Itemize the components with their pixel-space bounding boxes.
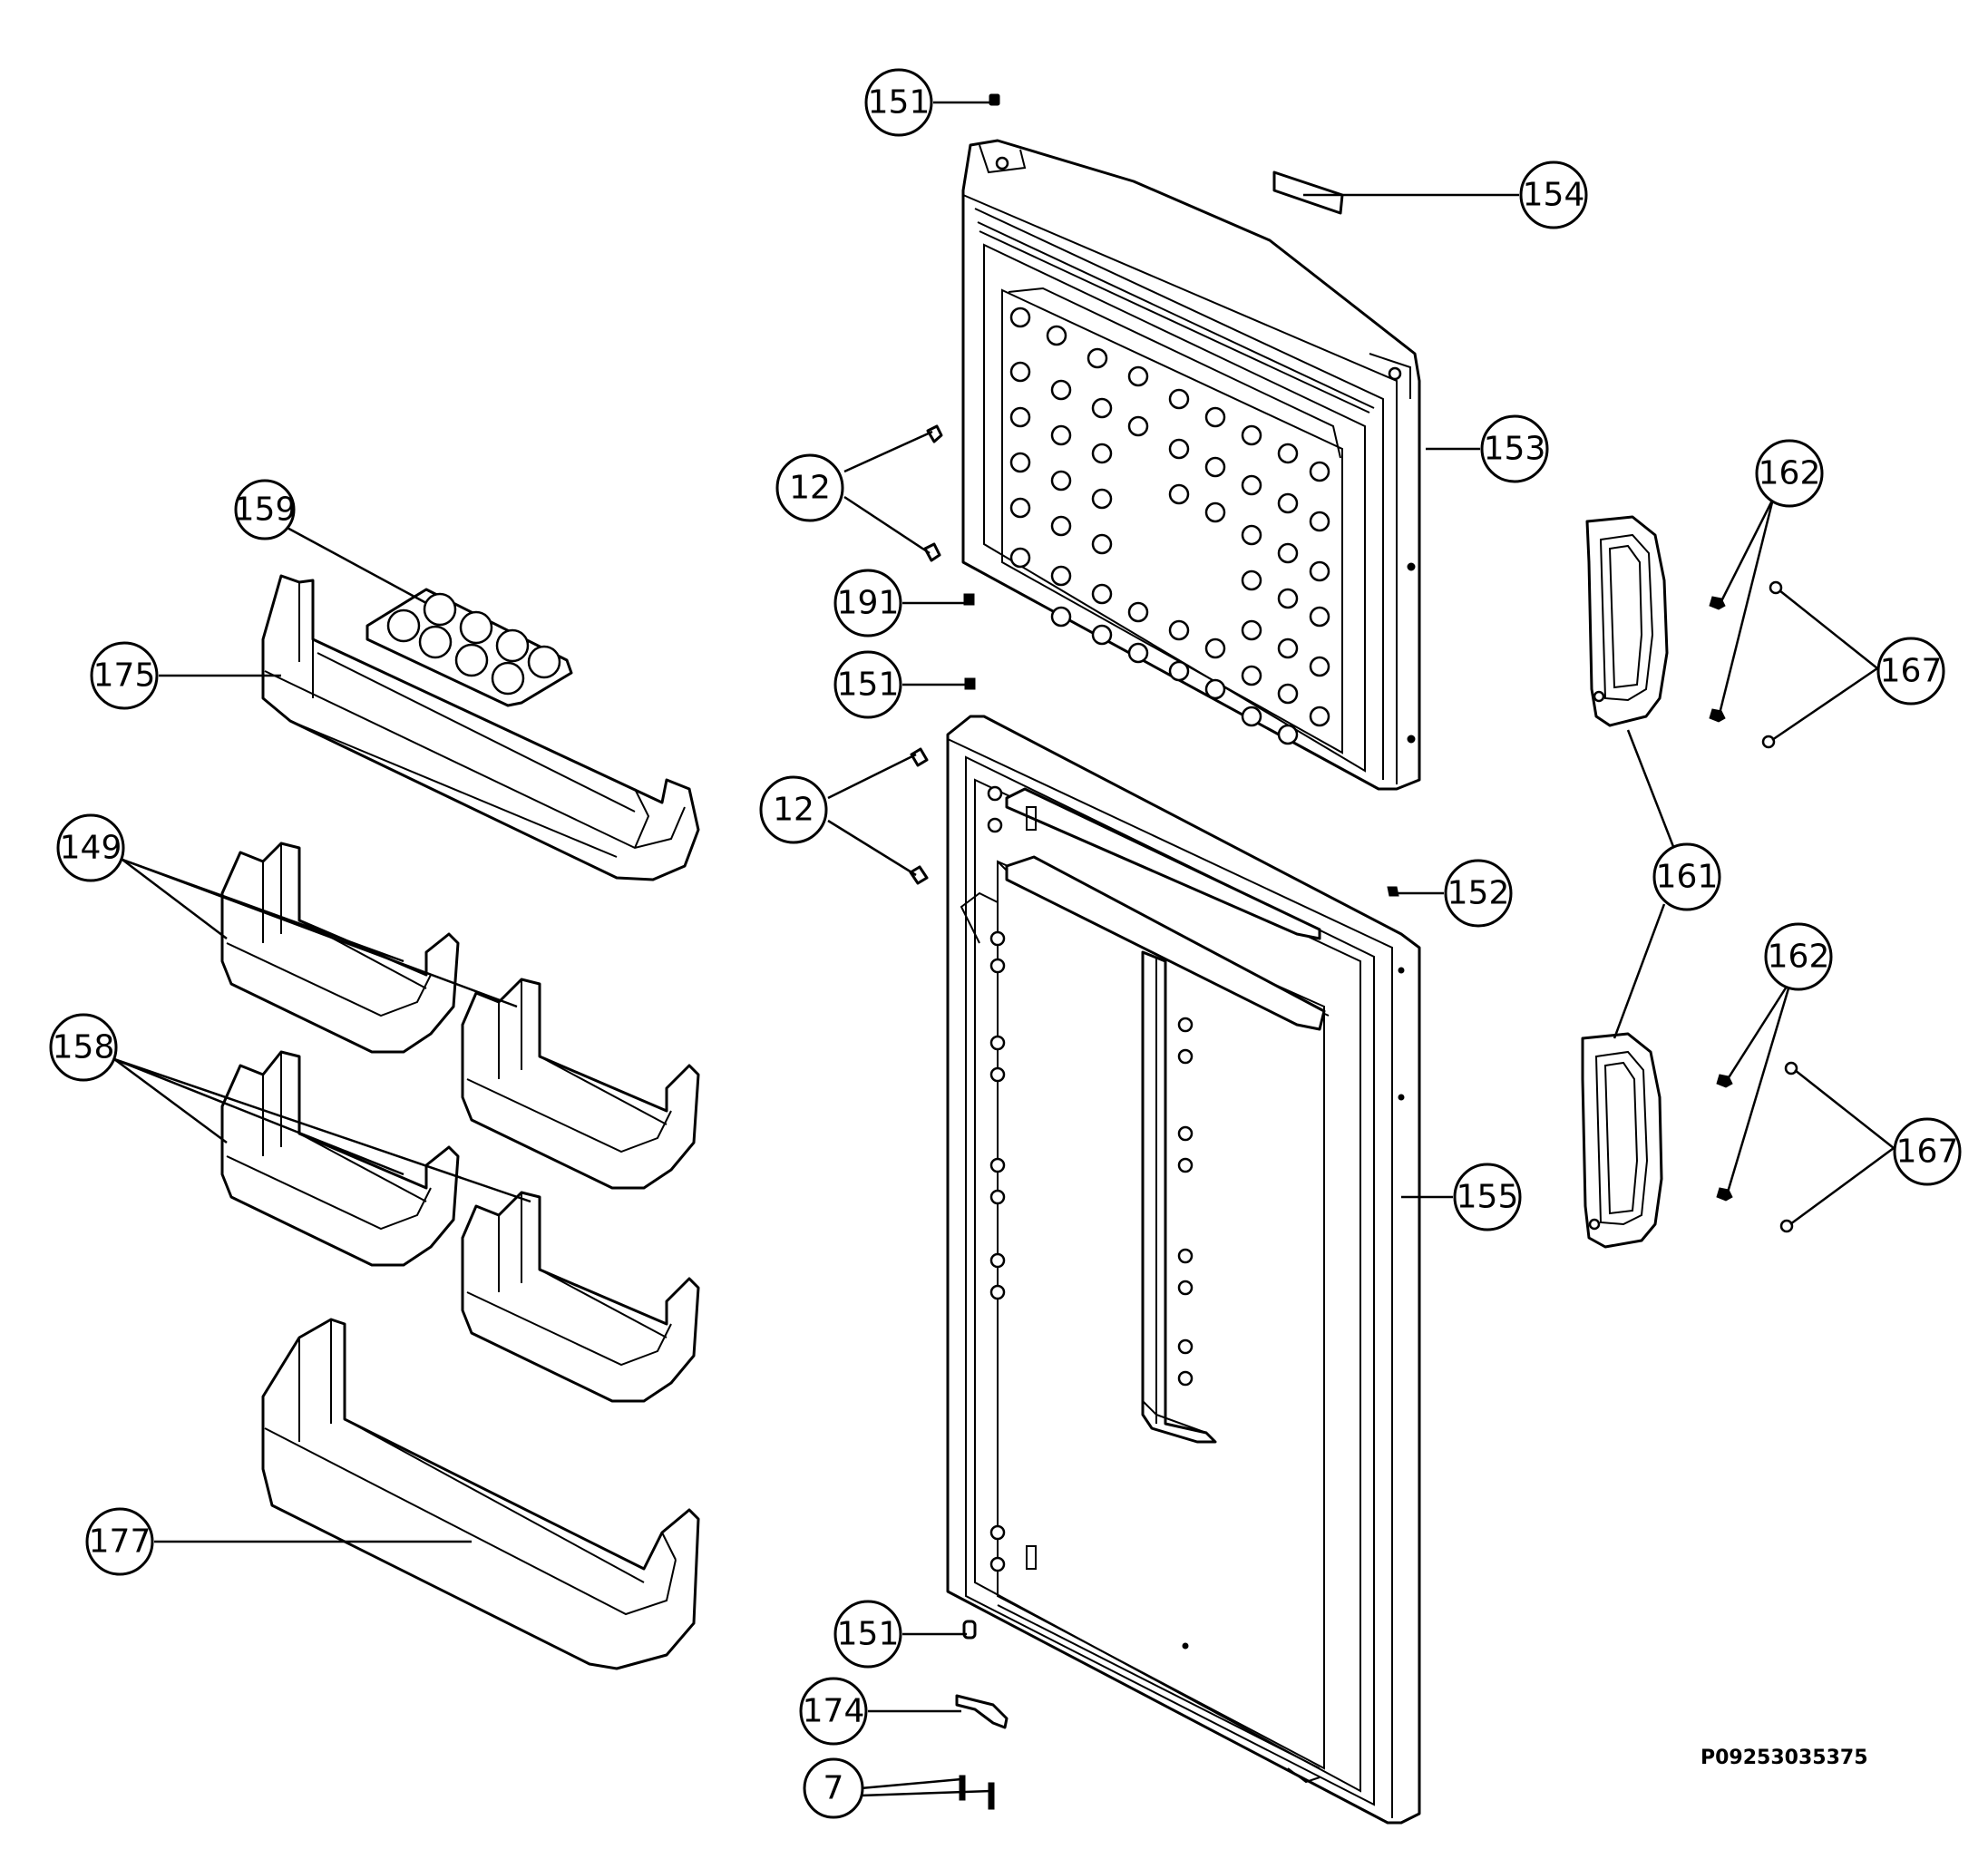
svg-text:155: 155: [1457, 1179, 1519, 1216]
callout-149: 149: [56, 813, 125, 882]
svg-text:174: 174: [803, 1693, 865, 1730]
svg-text:12: 12: [789, 470, 831, 507]
door-boss-pattern: [987, 785, 1194, 1572]
callout-12-upper: 12: [775, 453, 844, 522]
door-bin-part-149-b: [461, 978, 700, 1190]
bottle-shelf-part-177: [261, 1318, 700, 1670]
callout-161: 161: [1652, 842, 1721, 911]
svg-text:161: 161: [1656, 859, 1719, 896]
svg-text:153: 153: [1484, 431, 1546, 468]
svg-text:151: 151: [837, 667, 900, 704]
svg-text:167: 167: [1880, 653, 1943, 690]
callout-7: 7: [803, 1757, 864, 1819]
label-plate-part-154: [1272, 170, 1344, 215]
drawing-code: P09253035375: [1701, 1747, 1868, 1769]
svg-text:159: 159: [234, 492, 297, 529]
svg-text:162: 162: [1768, 939, 1830, 976]
callout-158: 158: [49, 1013, 118, 1082]
callout-162-upper: 162: [1755, 439, 1824, 508]
door-bin-part-158-a: [220, 1050, 460, 1267]
svg-text:177: 177: [89, 1523, 151, 1561]
small-parts: [909, 93, 1399, 1810]
callout-154: 154: [1519, 161, 1588, 229]
svg-text:162: 162: [1759, 455, 1821, 492]
callout-12-lower: 12: [759, 775, 828, 844]
freezer-door-part-153: [961, 139, 1421, 791]
leader-lines: [113, 101, 1895, 1797]
callout-174: 174: [799, 1677, 868, 1746]
door-bin-part-158-b: [461, 1191, 700, 1403]
svg-text:154: 154: [1523, 177, 1585, 214]
egg-tray-part-159: [365, 588, 573, 707]
callout-167-lower: 167: [1893, 1117, 1962, 1186]
svg-text:175: 175: [93, 657, 156, 695]
callout-152: 152: [1444, 859, 1513, 928]
door-bin-part-149-a: [220, 842, 460, 1054]
svg-text:151: 151: [837, 1616, 900, 1653]
callout-177: 177: [85, 1507, 154, 1576]
svg-text:191: 191: [837, 585, 900, 622]
svg-text:7: 7: [823, 1770, 844, 1807]
callout-155: 155: [1453, 1163, 1522, 1231]
callout-151-top: 151: [864, 68, 933, 137]
svg-text:152: 152: [1447, 875, 1510, 912]
svg-text:158: 158: [53, 1029, 115, 1066]
callout-162-lower: 162: [1764, 922, 1833, 991]
door-clip-pattern: [1009, 307, 1330, 745]
callout-175: 175: [90, 641, 159, 710]
svg-text:151: 151: [868, 84, 931, 122]
svg-text:149: 149: [60, 830, 122, 867]
svg-text:12: 12: [773, 792, 814, 829]
cap-part-167-group: [1761, 580, 1798, 1233]
handle-part-161-lower: [1581, 1032, 1663, 1249]
screw-part-162-group: [1709, 596, 1733, 1202]
callout-151-middle: 151: [833, 650, 902, 719]
callout-159: 159: [234, 479, 297, 540]
callout-191: 191: [833, 569, 902, 638]
fridge-door-part-155: [946, 715, 1421, 1825]
door-shelf-part-175: [261, 574, 700, 881]
bracket-part-174: [955, 1694, 1009, 1729]
svg-text:167: 167: [1896, 1134, 1959, 1171]
callout-167-upper: 167: [1876, 637, 1945, 706]
handle-part-161-upper: [1585, 515, 1669, 727]
callout-151-bottom: 151: [833, 1600, 902, 1669]
callout-153: 153: [1480, 414, 1549, 483]
